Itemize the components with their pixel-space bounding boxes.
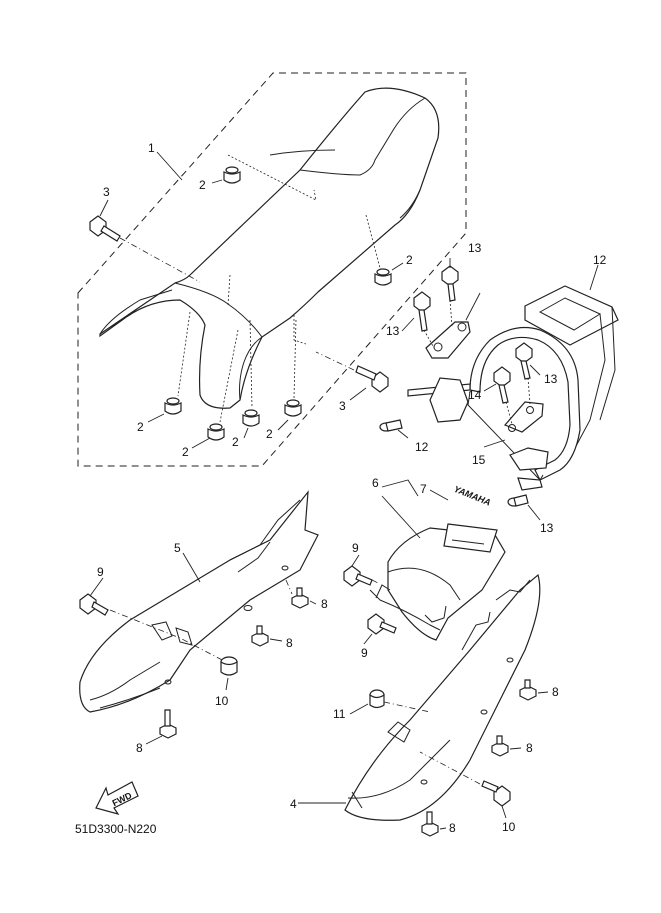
bolt-13-d[interactable] [493, 366, 511, 404]
callout-2: 2 [406, 253, 413, 267]
callout-9: 9 [352, 541, 359, 555]
bolt-13-b[interactable] [413, 291, 431, 332]
mount-line [449, 299, 453, 327]
callout-2: 2 [182, 445, 189, 459]
emblem-text: YAMAHA [452, 484, 492, 508]
bolt-9-right[interactable] [481, 780, 511, 807]
callout-10: 11 [333, 707, 346, 721]
mount-line [293, 315, 307, 345]
drawing-code: 51D3300-N220 [75, 822, 157, 836]
callout-8: 8 [449, 821, 456, 835]
callout-12: 12 [415, 440, 429, 454]
screw-8-c[interactable] [159, 709, 177, 739]
grommet-2-bottom-b[interactable] [207, 423, 225, 441]
axis-line [383, 701, 431, 713]
mount-line [423, 329, 435, 349]
callout-8: 8 [552, 685, 559, 699]
bolt-9-middle[interactable] [343, 565, 373, 587]
grommet-2-bottom-d[interactable] [284, 399, 302, 417]
callout-5: 5 [174, 541, 181, 555]
mount-line [527, 377, 531, 405]
yamaha-emblem: YAMAHA [452, 484, 492, 508]
callout-14: 15 [472, 453, 486, 467]
callout-2: 2 [232, 435, 239, 449]
fwd-arrow-icon: FWD [95, 781, 139, 816]
collar-12-left[interactable] [379, 419, 403, 432]
grommet-10-right[interactable] [369, 689, 385, 709]
axis-line [419, 751, 481, 785]
bracket-14[interactable] [503, 401, 549, 471]
callout-9: 9 [97, 565, 104, 579]
grommet-2-bottom-c[interactable] [242, 409, 260, 427]
callout-2: 2 [199, 178, 206, 192]
callout-1: 1 [148, 141, 155, 155]
mount-line [365, 214, 381, 269]
seat-assembly-outline [77, 72, 467, 467]
grommet-2-bottom-a[interactable] [164, 397, 182, 415]
callout-13: 14 [468, 388, 482, 402]
mount-line [227, 154, 317, 201]
axis-line [119, 237, 201, 283]
bolt-3-right[interactable] [355, 365, 389, 393]
callout-6: 6 [372, 476, 379, 490]
callout-10: 10 [215, 694, 229, 708]
grommet-10-left[interactable] [220, 656, 238, 676]
screw-8-f[interactable] [421, 811, 439, 837]
tail-cover[interactable] [369, 523, 506, 641]
grommet-2-top[interactable] [223, 166, 241, 184]
callouts: 1 2 2 2 2 2 2 3 3 4 5 6 7 8 8 8 8 8 8 9 … [97, 141, 607, 835]
grommet-2-right[interactable] [374, 268, 392, 286]
callout-2: 2 [266, 427, 273, 441]
callout-2: 2 [137, 420, 144, 434]
bolt-13-c[interactable] [515, 342, 533, 380]
callout-11: 12 [593, 253, 607, 267]
mount-line [227, 274, 231, 306]
bracket-15[interactable] [425, 321, 471, 423]
callout-9: 10 [502, 820, 516, 834]
mount-line [293, 319, 297, 399]
leader-lines [89, 151, 599, 830]
callout-13: 13 [386, 324, 400, 338]
callout-12: 13 [540, 521, 554, 535]
bolt-9-left[interactable] [79, 593, 109, 616]
callout-7: 7 [420, 482, 427, 496]
bolt-3-left[interactable] [89, 215, 121, 242]
axis-line [109, 609, 227, 663]
axis-line [285, 579, 293, 595]
mount-line [177, 311, 191, 397]
mount-line [249, 319, 253, 409]
callout-8: 8 [136, 741, 143, 755]
callout-13: 13 [468, 241, 482, 255]
side-cover-right[interactable] [344, 573, 541, 821]
callout-13: 13 [544, 372, 558, 386]
seat[interactable] [99, 87, 440, 409]
callout-9: 9 [361, 646, 368, 660]
callout-3: 3 [339, 399, 346, 413]
screw-8-d[interactable] [519, 679, 537, 701]
callout-8: 8 [526, 741, 533, 755]
bolt-9-lower[interactable] [367, 613, 397, 635]
callout-8: 8 [321, 597, 328, 611]
callout-4: 4 [290, 797, 297, 811]
collar-12-right[interactable] [507, 494, 529, 507]
axis-line [315, 351, 355, 371]
side-cover-left[interactable] [79, 490, 319, 713]
screw-8-a[interactable] [291, 587, 309, 609]
bolt-13-a[interactable] [441, 265, 459, 302]
screw-8-e[interactable] [491, 735, 509, 757]
axis-line [371, 579, 381, 585]
screw-8-b[interactable] [251, 625, 269, 647]
callout-3: 3 [103, 185, 110, 199]
callout-8: 8 [286, 636, 293, 650]
